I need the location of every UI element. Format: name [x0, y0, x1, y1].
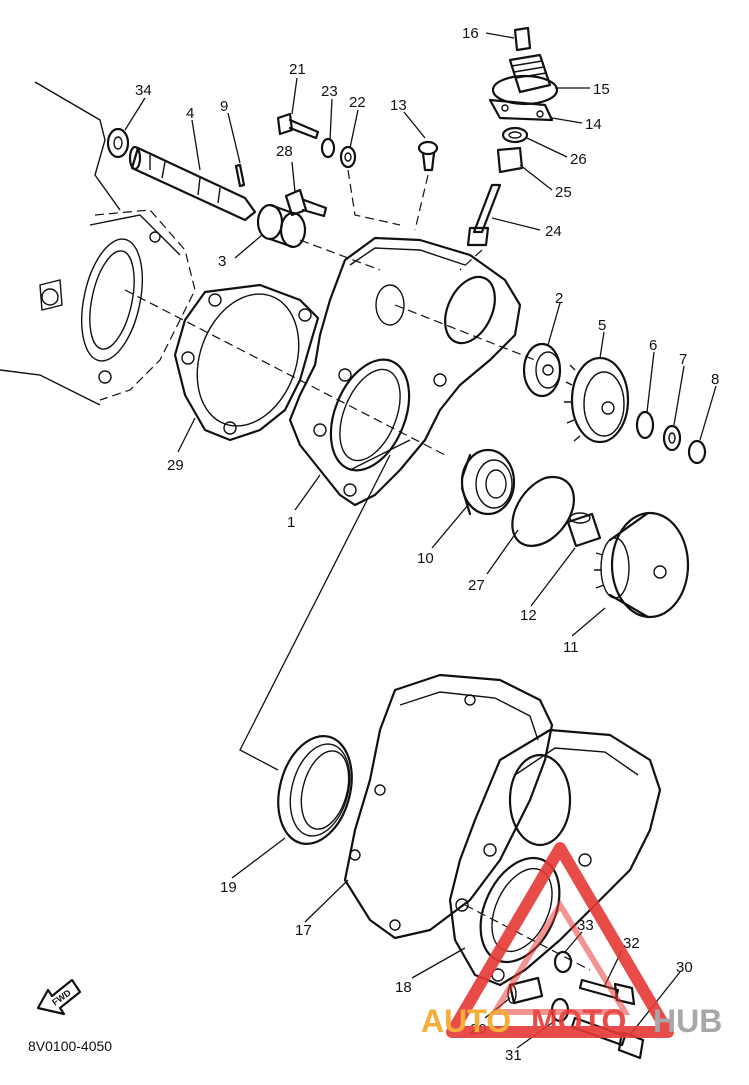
- label-10: 10: [417, 550, 434, 567]
- label-17: 17: [295, 922, 312, 939]
- label-5: 5: [598, 317, 606, 334]
- part-labels: 34 4 9 21 23 22 13 16 15 14 26 25 24 28 …: [135, 25, 719, 1064]
- label-14: 14: [585, 116, 602, 133]
- washer-22: [339, 145, 357, 169]
- label-33: 33: [577, 917, 594, 934]
- label-23: 23: [321, 83, 338, 100]
- label-32: 32: [623, 935, 640, 952]
- bushing-25: [496, 146, 524, 174]
- pump-housing-1: [288, 236, 522, 507]
- label-30: 30: [676, 959, 693, 976]
- label-24: 24: [545, 223, 562, 240]
- gasket-17: [343, 673, 554, 940]
- watermark-text-auto: AUTO: [421, 1003, 511, 1039]
- watermark-text-moto: MOTO: [531, 1003, 626, 1039]
- shaft-4: [128, 145, 257, 222]
- watermark-triangle-inner-icon: [489, 899, 631, 1015]
- label-28: 28: [276, 143, 293, 160]
- label-13: 13: [390, 97, 407, 114]
- label-1: 1: [287, 514, 295, 531]
- screw-13: [417, 140, 439, 172]
- bolt-28: [284, 188, 328, 218]
- bearing-10: [460, 448, 516, 516]
- assembly-centerlines: [124, 169, 591, 971]
- label-16: 16: [462, 25, 479, 42]
- screw-16: [513, 26, 532, 52]
- label-15: 15: [593, 81, 610, 98]
- label-8: 8: [711, 371, 719, 388]
- outer-cover-18: [448, 728, 662, 987]
- watermark-text-hub: HUB: [653, 1003, 722, 1039]
- bearing-2: [522, 342, 562, 398]
- oil-seal-19: [277, 735, 353, 845]
- label-21: 21: [289, 61, 306, 78]
- label-22: 22: [349, 94, 366, 111]
- washer-7: [662, 424, 682, 452]
- label-19: 19: [220, 879, 237, 896]
- label-6: 6: [649, 337, 657, 354]
- label-27: 27: [468, 577, 485, 594]
- label-12: 12: [520, 607, 537, 624]
- leader-lines: [124, 32, 717, 1049]
- fwd-arrow-icon: FWD: [36, 978, 82, 1016]
- label-18: 18: [395, 979, 412, 996]
- washer-34: [106, 127, 130, 159]
- nut-8: [687, 439, 707, 465]
- gear-5: [564, 356, 630, 444]
- pin-12: [566, 512, 602, 548]
- label-25: 25: [555, 184, 572, 201]
- label-26: 26: [570, 151, 587, 168]
- gasket-14: [488, 98, 554, 122]
- label-31: 31: [505, 1047, 522, 1064]
- label-4: 4: [186, 105, 194, 122]
- bolt-21: [276, 112, 320, 140]
- pin-9: [234, 163, 246, 188]
- label-2: 2: [555, 290, 563, 307]
- automotohub-watermark-logo: AUTO MOTO HUB: [421, 842, 722, 1039]
- circlip-6: [635, 410, 655, 440]
- washer-33: [553, 950, 573, 974]
- label-3: 3: [218, 253, 226, 270]
- engine-cylinder-outline: [0, 81, 196, 406]
- gear-11: [594, 511, 690, 619]
- label-34: 34: [135, 82, 152, 99]
- seal-26: [501, 126, 529, 144]
- label-7: 7: [679, 351, 687, 368]
- washer-23: [320, 137, 336, 159]
- collar-3: [256, 203, 307, 249]
- watermark-triangle-icon: [446, 842, 674, 1038]
- circlip-27: [511, 475, 575, 547]
- label-29: 29: [167, 457, 184, 474]
- label-11: 11: [563, 639, 579, 656]
- diagram-code: 8V0100-4050: [28, 1038, 112, 1054]
- housing-15: [491, 53, 559, 106]
- fwd-label: FWD: [50, 987, 73, 1007]
- cover-gasket-29: [173, 283, 320, 442]
- label-9: 9: [220, 98, 228, 115]
- gear-shaft-24: [466, 183, 502, 247]
